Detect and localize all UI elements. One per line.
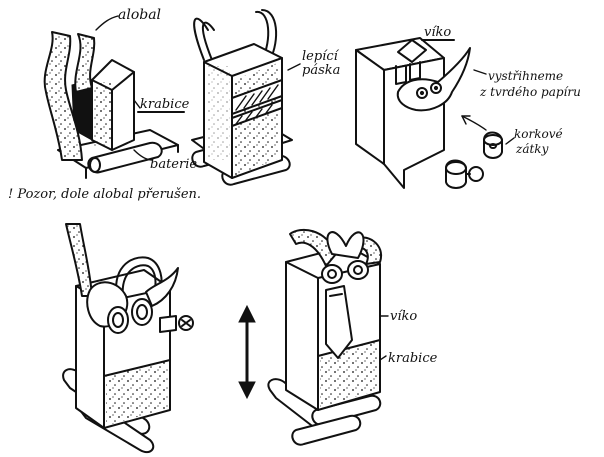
label-alobal: alobal <box>118 7 161 23</box>
figure-4-assembled <box>62 223 194 454</box>
figure-1-box-with-foil <box>43 15 179 179</box>
lid-flap <box>325 285 353 359</box>
bulb-icon <box>468 166 484 182</box>
figure-2-box-with-tape <box>191 9 301 186</box>
cork-icon <box>445 159 484 189</box>
up-down-arrow-icon <box>238 304 256 400</box>
label-krabice-bottom: krabice <box>388 351 438 366</box>
cork-icon <box>483 131 503 159</box>
label-baterie: baterie <box>150 157 197 172</box>
label-lepici: lepící <box>302 49 340 64</box>
label-viko-bottom: víko <box>390 309 417 324</box>
head-cutout <box>396 47 471 112</box>
label-korkove: korkové <box>514 127 563 141</box>
arrow-icon <box>461 115 487 131</box>
label-zatky: zátky <box>515 142 549 156</box>
note-warning: ! Pozor, dole alobal přerušen. <box>8 187 201 202</box>
figure-6-box-with-lid <box>267 228 389 446</box>
figure-3-lid-cutout <box>355 37 515 189</box>
label-paska: páska <box>302 63 340 78</box>
label-z-tvrdeho: z tvrdého papíru <box>479 85 581 99</box>
label-vystrihneme: vystřihneme <box>488 69 563 83</box>
battery-icon <box>87 141 163 174</box>
label-viko-top: víko <box>424 25 451 40</box>
label-krabice-top: krabice <box>140 97 190 112</box>
